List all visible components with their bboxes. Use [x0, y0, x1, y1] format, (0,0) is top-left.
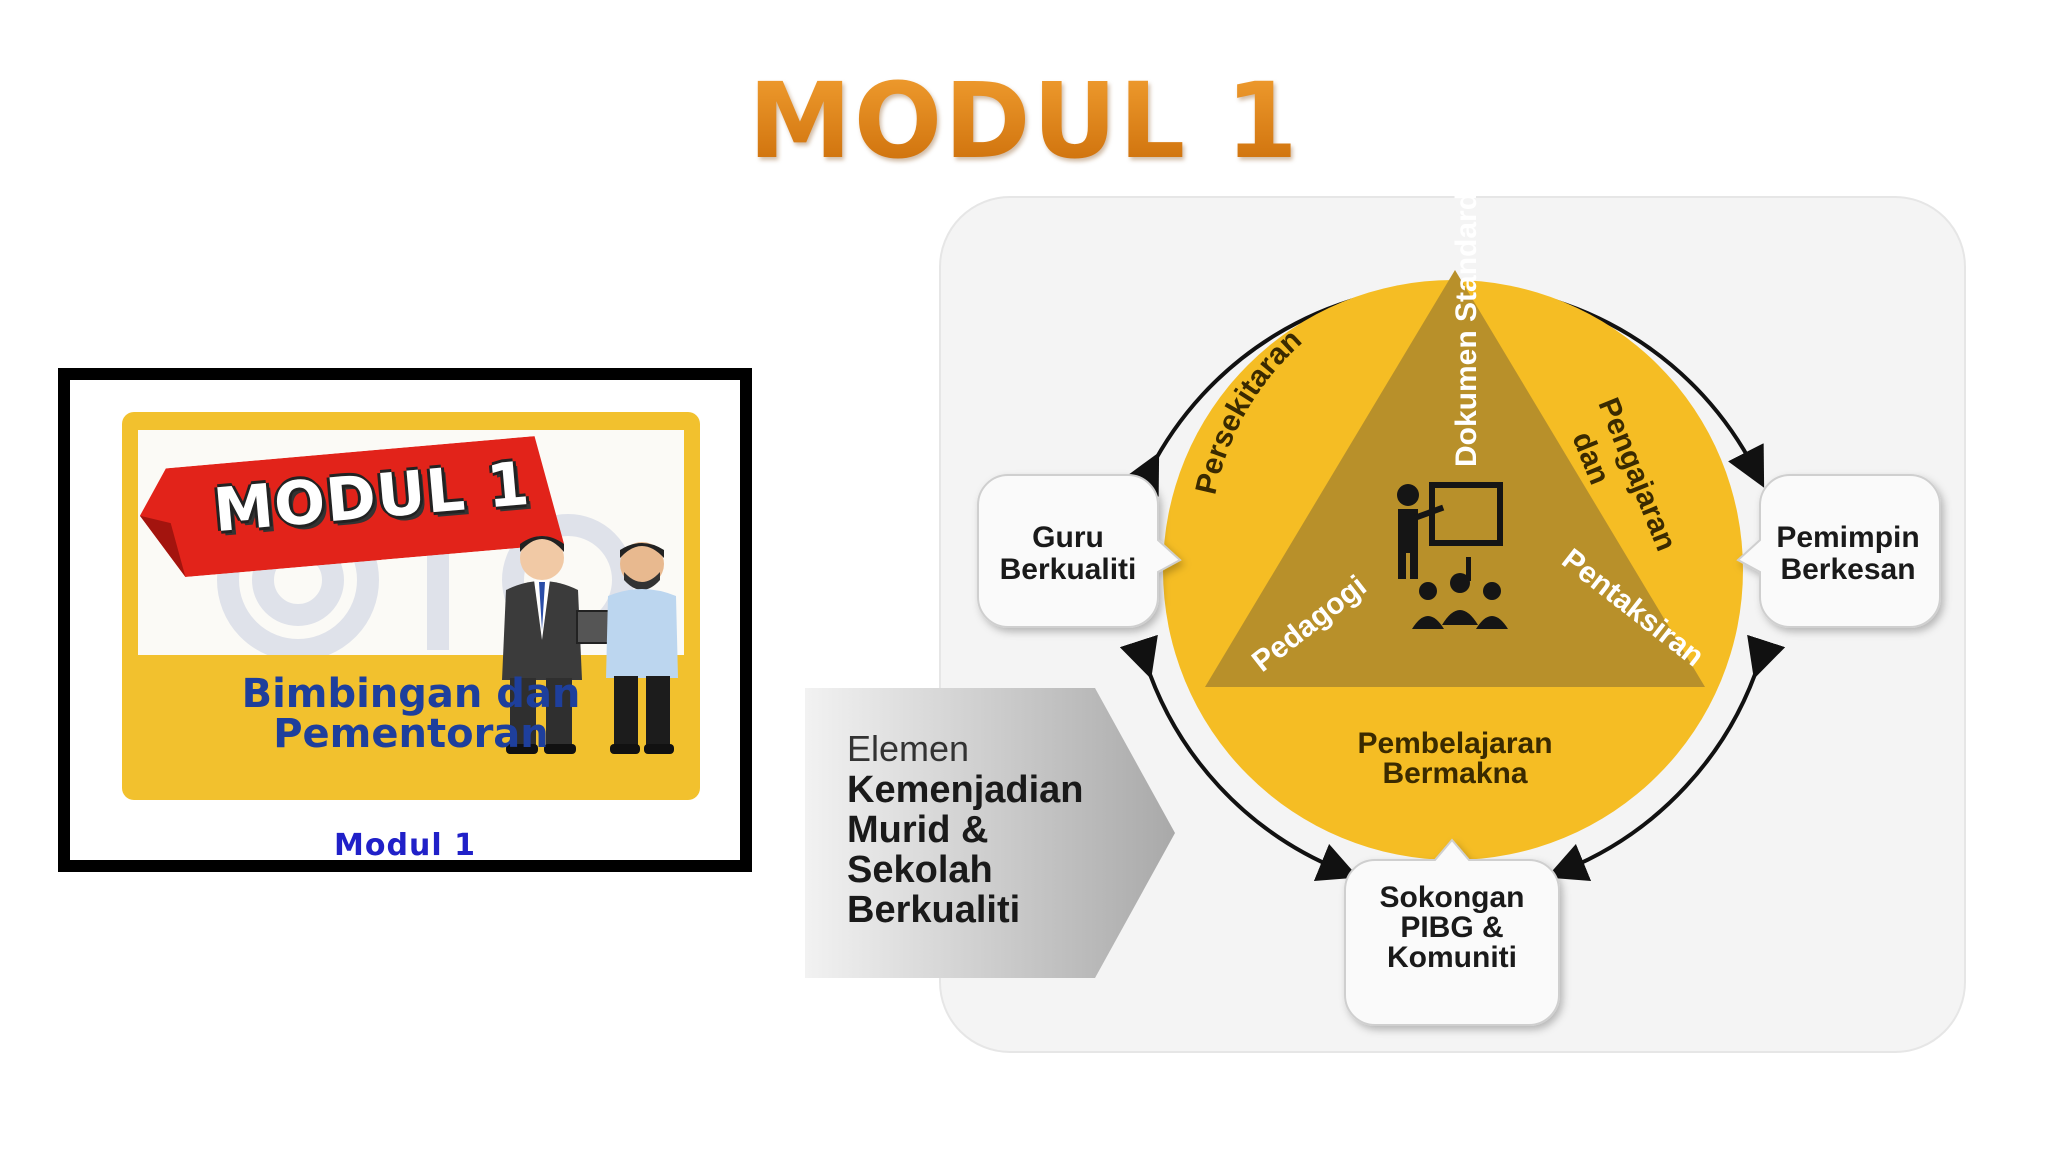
bubble-left: [977, 474, 1182, 628]
elemen-title: Kemenjadian Murid & Sekolah Berkualiti: [847, 770, 1084, 930]
circle-bottom-label-line2: Bermakna: [1382, 757, 1527, 790]
cover-yellow-panel: MODUL 1 Bimbing: [122, 412, 700, 800]
bubble-left-line2: Berkualiti: [1000, 553, 1137, 586]
cover-heading: Bimbingan dan Pementoran: [122, 674, 700, 754]
bubble-left-line1: Guru: [1032, 521, 1104, 554]
module-cover-card: MODUL 1 Bimbing: [58, 368, 752, 872]
school-elements-diagram: Dokumen Standard Pedagogi Pentaksiran Pe…: [939, 192, 1966, 1053]
bubble-right: [1736, 474, 1941, 628]
bubble-bottom: [1344, 838, 1560, 1026]
cover-banner: MODUL 1: [136, 433, 574, 580]
cover-heading-line2: Pementoran: [273, 711, 549, 757]
brown-triangle: [1205, 270, 1705, 687]
elemen-line1: Kemenjadian: [847, 769, 1084, 811]
elemen-arrow-box: Elemen Kemenjadian Murid & Sekolah Berku…: [805, 688, 1175, 978]
elemen-label: Elemen: [847, 728, 970, 769]
cover-caption: Modul 1: [334, 828, 476, 863]
right-arrow-icon: [1546, 634, 1786, 881]
teacher-classroom-icon: [1397, 482, 1508, 629]
elemen-line2: Murid &: [847, 809, 989, 851]
chevron-arrow-icon: [805, 688, 1175, 978]
bubble-bottom-line2: PIBG &: [1400, 911, 1503, 944]
triangle-top-label: Dokumen Standard: [1450, 192, 1483, 467]
bubble-bottom-line3: Komuniti: [1387, 941, 1517, 974]
left-arrow-icon: [1119, 634, 1359, 881]
elemen-line3: Sekolah: [847, 849, 993, 891]
cover-heading-line1: Bimbingan dan: [241, 671, 581, 717]
bubble-bottom-line1: Sokongan: [1379, 881, 1524, 914]
bubble-right-line2: Berkesan: [1780, 553, 1915, 586]
elemen-line4: Berkualiti: [847, 889, 1021, 931]
page-title: MODUL 1: [0, 60, 2048, 182]
bubble-right-line1: Pemimpin: [1776, 521, 1919, 554]
circle-bottom-label-line1: Pembelajaran: [1357, 727, 1552, 760]
banner-ribbon-icon: [139, 436, 565, 578]
two-businessmen-icon: [502, 536, 678, 754]
